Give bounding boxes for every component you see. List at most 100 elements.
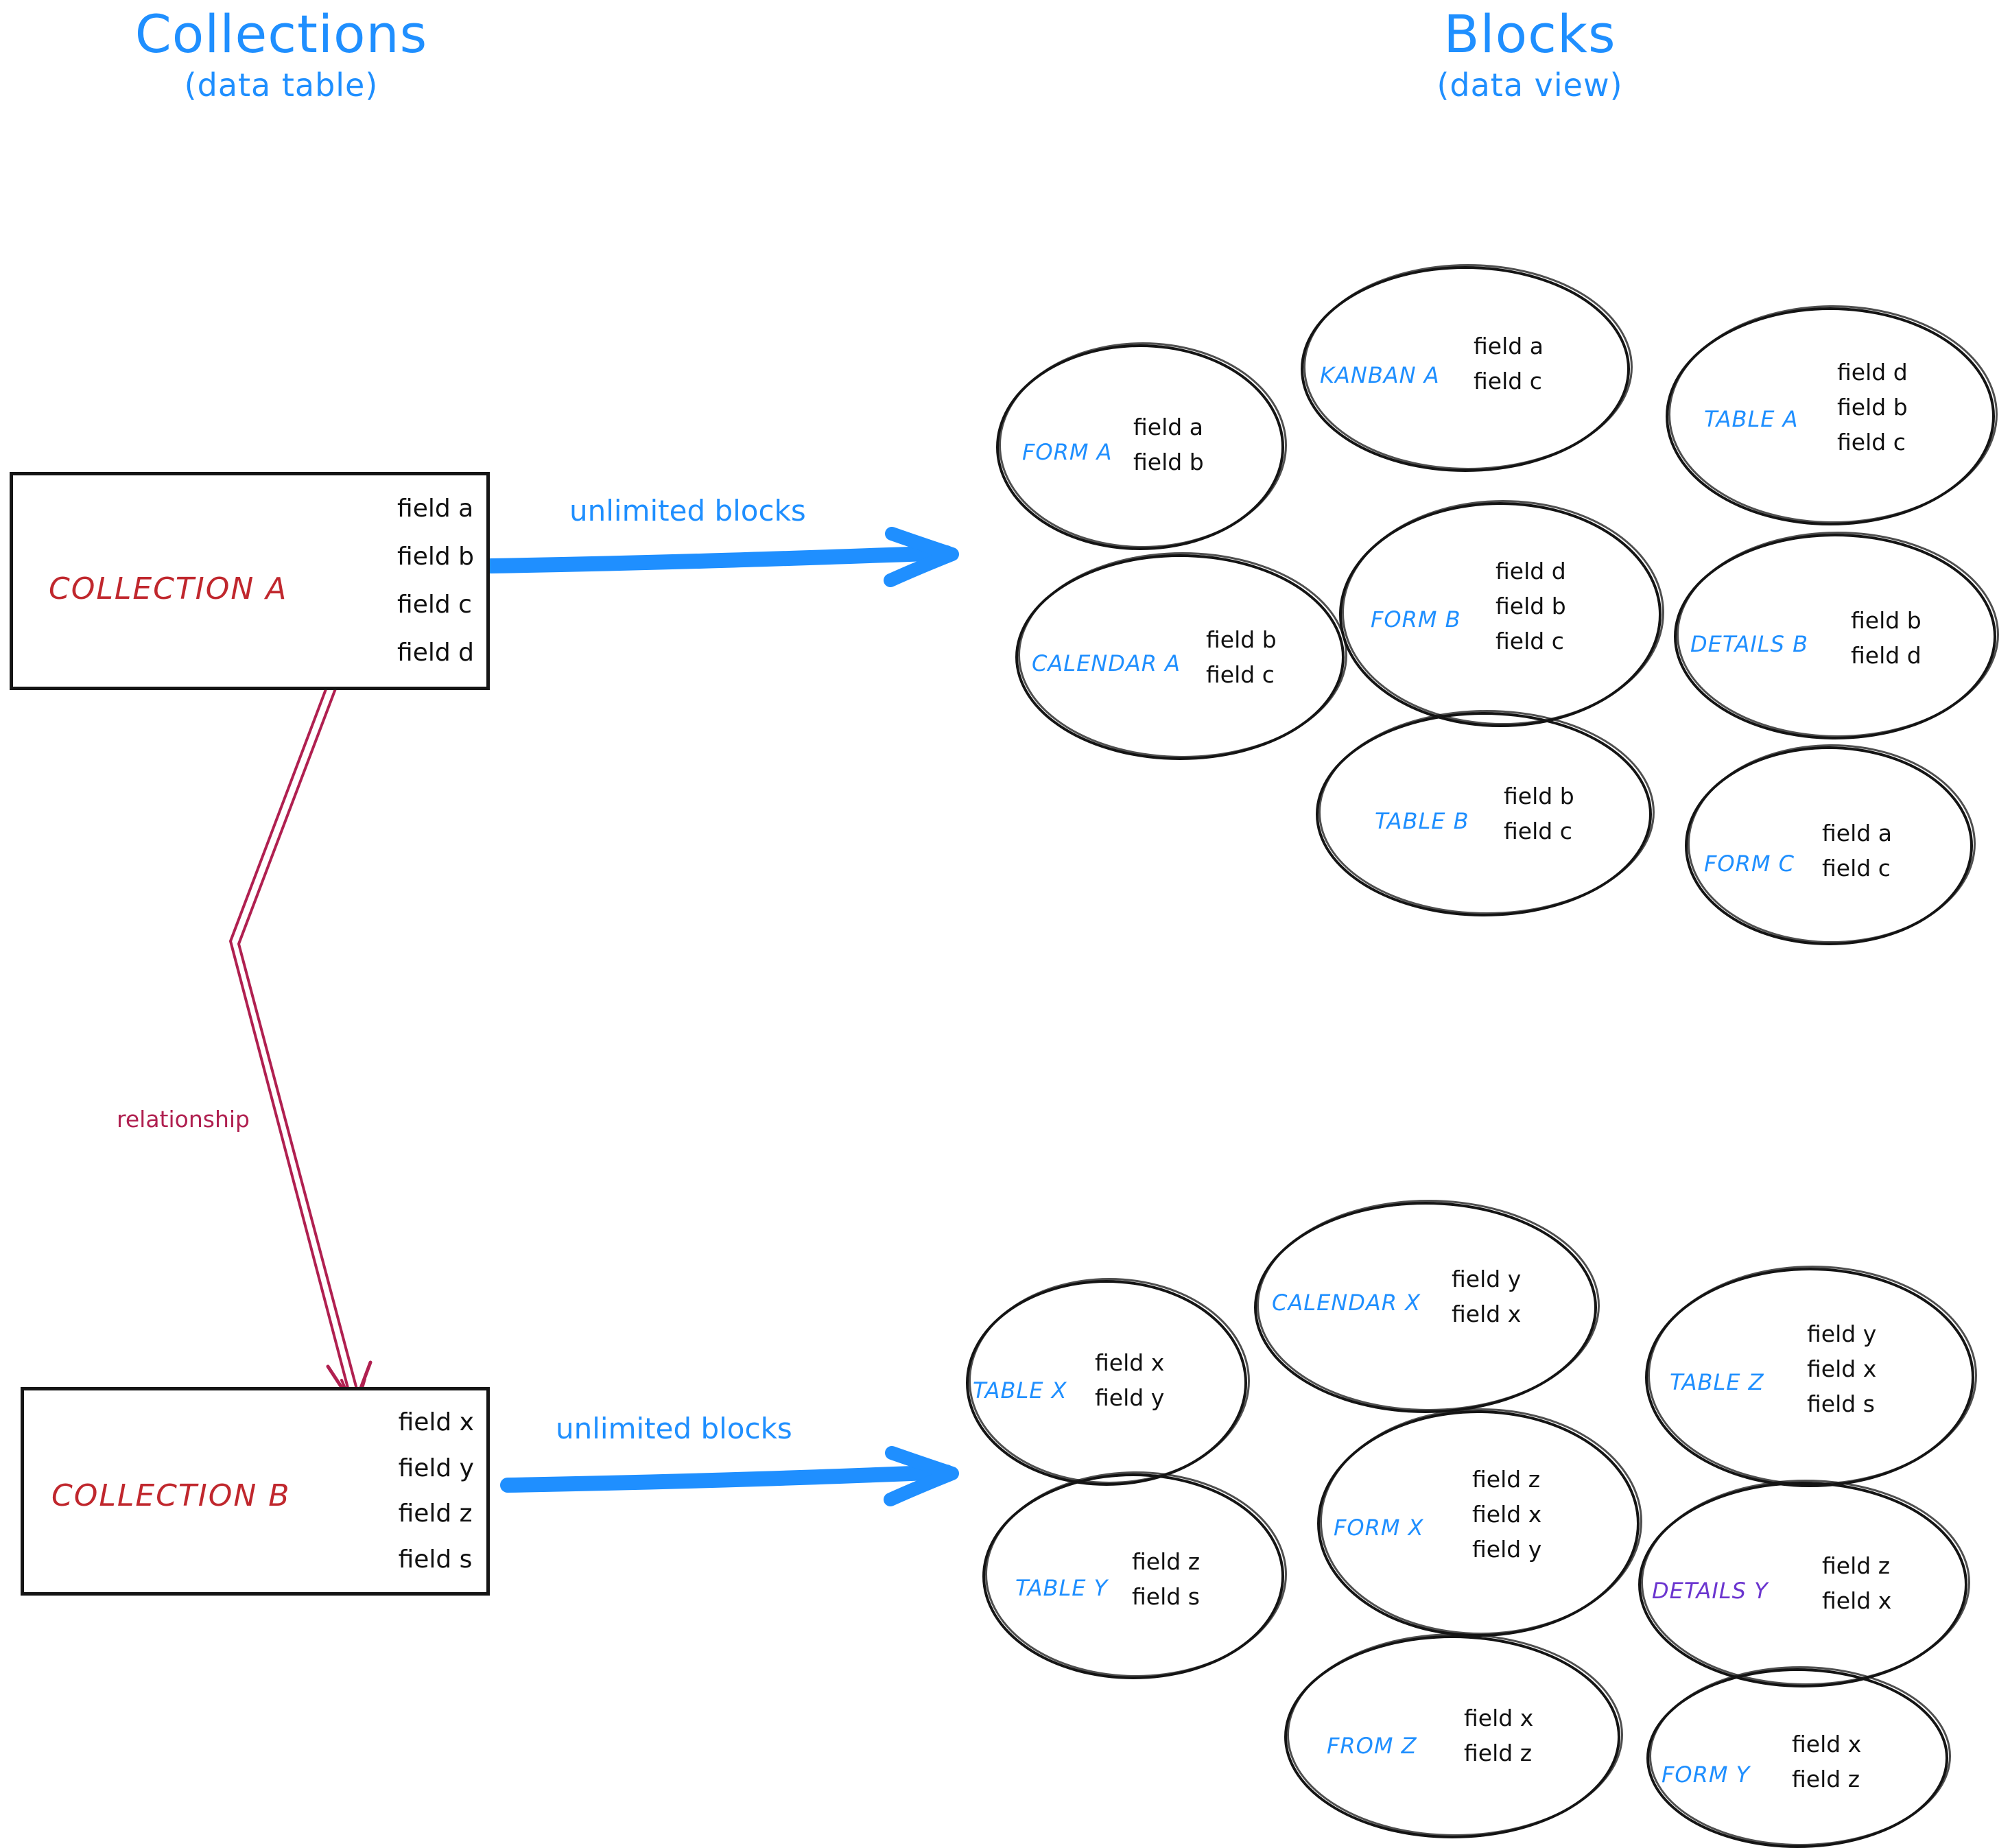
blocks-title: Blocks	[1443, 3, 1616, 64]
block-field: field c	[1822, 855, 1891, 881]
block-label: FORM A	[1022, 439, 1113, 465]
block-field: field c	[1837, 429, 1906, 455]
ellipse-outline-sketch	[1303, 264, 1633, 470]
block-field: field d	[1837, 359, 1908, 386]
block-calendar-x[interactable]: CALENDAR X field y field x	[1254, 1200, 1600, 1413]
block-table-x[interactable]: TABLE X field x field y	[966, 1278, 1250, 1486]
block-fields: field x field z	[1792, 1733, 1861, 1790]
block-field: field c	[1474, 368, 1542, 394]
arrow-label-top: unlimited blocks	[569, 494, 806, 528]
block-field: field x	[1464, 1705, 1534, 1731]
block-label: CALENDAR X	[1272, 1290, 1421, 1316]
block-calendar-a[interactable]: CALENDAR A field b field c	[1015, 552, 1347, 760]
collection-b-field: field z	[398, 1500, 473, 1528]
block-table-z[interactable]: TABLE Z field y field x field s	[1645, 1266, 1977, 1487]
block-field: field z	[1464, 1740, 1533, 1766]
block-field: field s	[1132, 1583, 1200, 1610]
unlimited-blocks-arrow-top	[483, 527, 959, 587]
block-field: field b	[1851, 607, 1922, 634]
block-field: field z	[1792, 1766, 1860, 1792]
block-fields: field d field b field c	[1495, 560, 1566, 652]
block-field: field x	[1792, 1731, 1862, 1757]
blocks-heading: Blocks (data view)	[1290, 7, 1770, 102]
block-fields: field z field s	[1132, 1550, 1200, 1608]
collections-subtitle: (data table)	[184, 66, 379, 104]
block-label: FROM Z	[1327, 1733, 1417, 1759]
block-label: CALENDAR A	[1032, 650, 1181, 676]
collection-b-box[interactable]: COLLECTION B field x field y field z fie…	[21, 1387, 490, 1596]
block-field: field c	[1504, 818, 1572, 844]
block-field: field b	[1495, 593, 1566, 619]
ellipse-outline-sketch	[1688, 744, 1976, 943]
collection-b-field: field x	[398, 1408, 474, 1437]
block-form-x[interactable]: FORM X field z field x field y	[1317, 1408, 1642, 1637]
block-field: field b	[1504, 783, 1574, 809]
block-table-y[interactable]: TABLE Y field z field s	[982, 1471, 1287, 1679]
collection-b-fields: field x field y field z field s	[399, 1400, 474, 1583]
block-label: KANBAN A	[1320, 362, 1440, 388]
ellipse-outline-sketch	[1668, 305, 1998, 523]
block-field: field b	[1837, 394, 1908, 420]
relationship-connector	[229, 657, 373, 1413]
block-field: field a	[1133, 414, 1203, 440]
block-field: field z	[1822, 1552, 1891, 1579]
block-field: field d	[1851, 642, 1922, 669]
block-form-a[interactable]: FORM A field a field b	[996, 342, 1287, 550]
block-label: TABLE B	[1375, 808, 1469, 834]
block-fields: field y field x	[1452, 1268, 1521, 1325]
ellipse-outline-sketch	[999, 342, 1287, 548]
block-fields: field x field y	[1095, 1351, 1164, 1409]
block-field: field c	[1495, 628, 1564, 654]
ellipse-outline-sketch	[1287, 1633, 1623, 1836]
block-label: FORM B	[1371, 606, 1461, 632]
block-fields: field b field d	[1851, 609, 1922, 667]
block-label: DETAILS B	[1690, 631, 1809, 657]
collection-a-name: COLLECTION A	[49, 571, 288, 606]
relationship-label: relationship	[117, 1106, 250, 1133]
ellipse-outline-sketch	[985, 1471, 1287, 1677]
block-form-b[interactable]: FORM B field d field b field c	[1339, 500, 1664, 727]
block-fields: field d field b field c	[1837, 361, 1908, 453]
block-field: field s	[1807, 1390, 1875, 1417]
ellipse-outline-sketch	[1677, 532, 1999, 737]
ellipse-outline-sketch	[1320, 1408, 1642, 1635]
block-details-y[interactable]: DETAILS Y field z field x	[1638, 1480, 1970, 1687]
block-field: field b	[1206, 626, 1277, 653]
block-field: field x	[1822, 1587, 1892, 1614]
block-label: FORM C	[1704, 851, 1795, 877]
block-field: field c	[1206, 661, 1275, 688]
collection-a-field: field a	[397, 495, 474, 523]
ellipse-outline-sketch	[1257, 1200, 1600, 1411]
block-field: field y	[1452, 1266, 1522, 1292]
block-kanban-a[interactable]: KANBAN A field a field c	[1301, 264, 1633, 472]
ellipse-outline-sketch	[1649, 1666, 1951, 1846]
block-label: TABLE Z	[1670, 1369, 1764, 1395]
block-field: field d	[1495, 558, 1566, 584]
block-form-c[interactable]: FORM C field a field c	[1685, 744, 1976, 945]
block-table-b[interactable]: TABLE B field b field c	[1316, 710, 1655, 916]
block-field: field b	[1133, 449, 1204, 475]
block-label: FORM Y	[1662, 1762, 1751, 1788]
arrow-label-bottom: unlimited blocks	[556, 1412, 792, 1445]
block-field: field x	[1807, 1355, 1877, 1382]
block-fields: field y field x field s	[1807, 1323, 1876, 1415]
block-fields: field a field c	[1474, 335, 1544, 392]
block-fields: field z field x	[1822, 1554, 1891, 1612]
block-fields: field x field z	[1464, 1707, 1533, 1764]
block-field: field x	[1472, 1501, 1542, 1528]
block-table-a[interactable]: TABLE A field d field b field c	[1666, 305, 1998, 525]
block-label: TABLE X	[973, 1377, 1067, 1403]
collection-a-box[interactable]: COLLECTION A field a field b field c fie…	[10, 472, 490, 690]
block-label: DETAILS Y	[1652, 1578, 1769, 1604]
block-from-z[interactable]: FROM Z field x field z	[1284, 1633, 1623, 1838]
ellipse-outline-sketch	[1018, 552, 1347, 758]
collection-a-field: field b	[397, 543, 474, 571]
block-field: field a	[1474, 333, 1544, 359]
block-fields: field b field c	[1206, 628, 1277, 686]
block-field: field y	[1472, 1536, 1542, 1563]
block-form-y[interactable]: FORM Y field x field z	[1646, 1666, 1951, 1848]
block-field: field z	[1132, 1548, 1201, 1575]
block-fields: field a field b	[1133, 416, 1204, 473]
ellipse-outline-sketch	[1319, 710, 1655, 914]
block-details-b[interactable]: DETAILS B field b field d	[1674, 532, 1999, 739]
